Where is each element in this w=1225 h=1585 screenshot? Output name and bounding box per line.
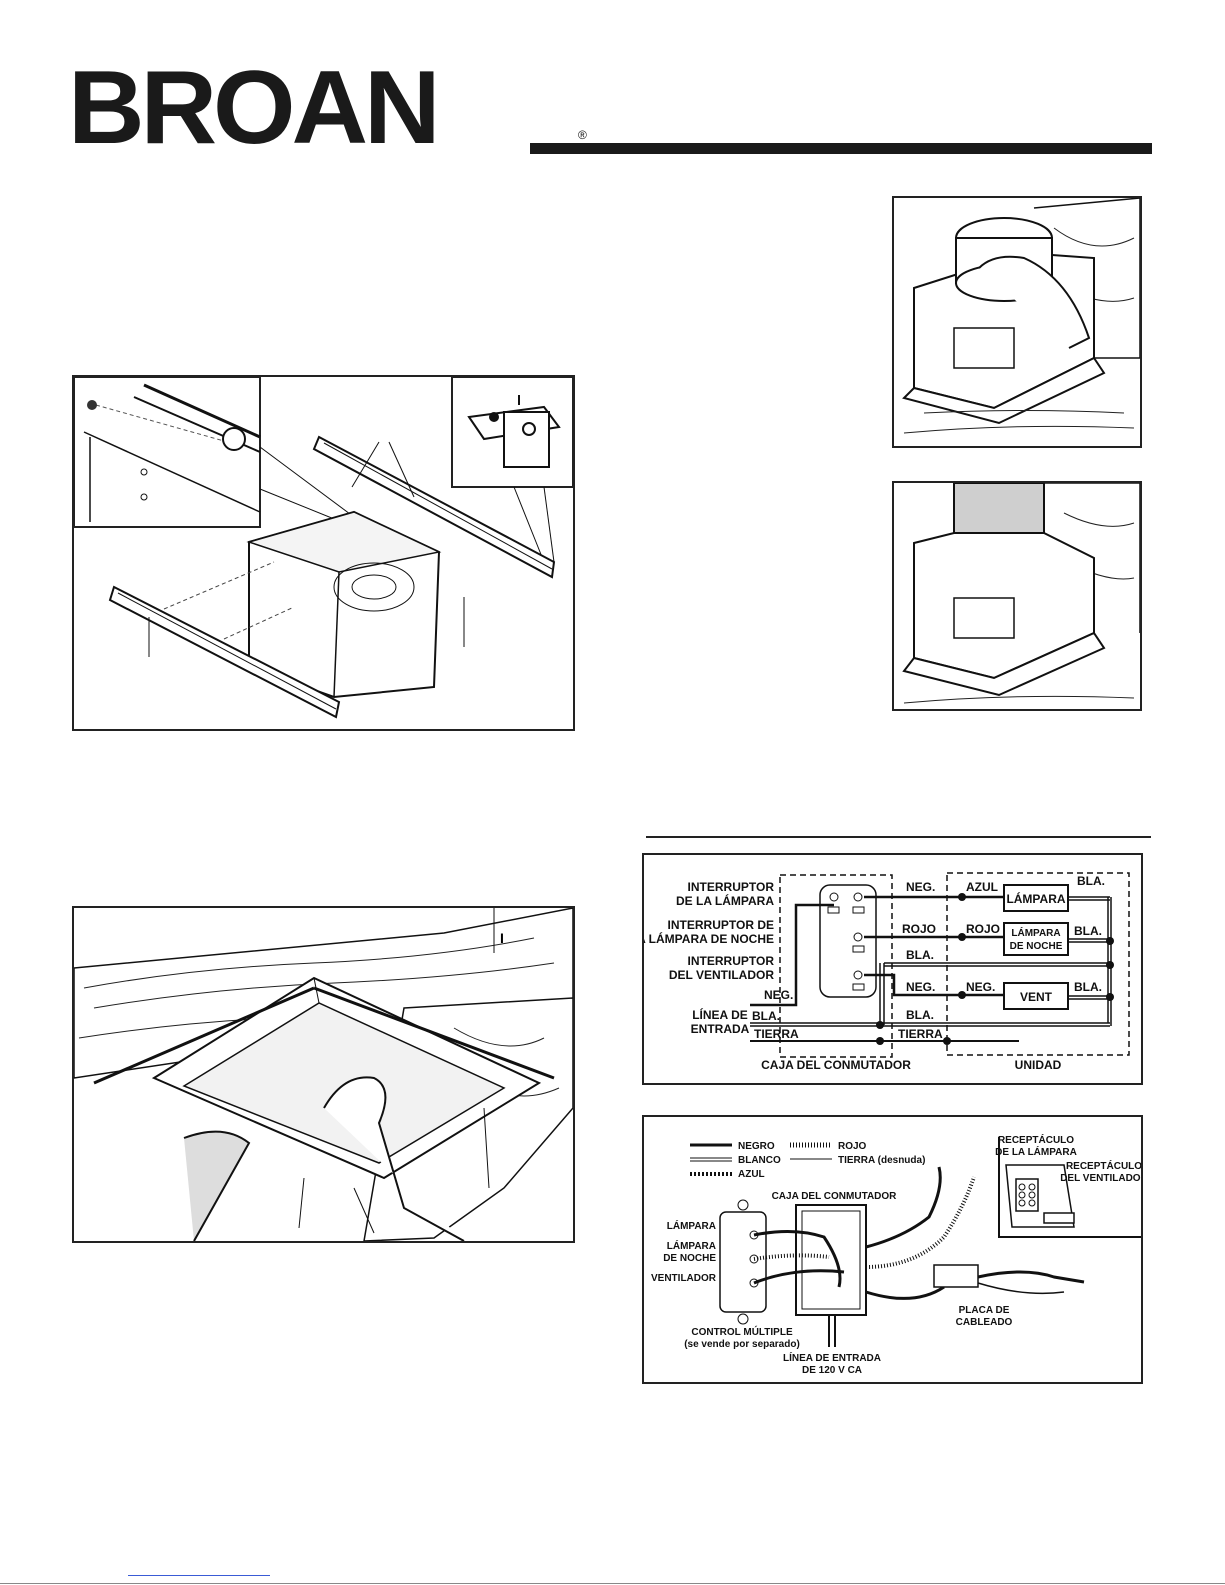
label-fan-receptacle-1: RECEPTÁCULO (1066, 1159, 1141, 1172)
label-lamp-switch-1: INTERRUPTOR (688, 880, 775, 894)
label-nightlight-1: LÁMPARA (667, 1239, 716, 1252)
label-rojo-1: ROJO (902, 922, 936, 936)
legend-tierra: TIERRA (desnuda) (838, 1155, 925, 1166)
label-switch-box: CAJA DEL CONMUTADOR (772, 1191, 898, 1202)
label-line-in-2: DE 120 V CA (802, 1365, 862, 1376)
label-line-in-1: LÍNEA DE (692, 1007, 748, 1022)
label-neg-vent-2: NEG. (966, 980, 995, 994)
mounting-brackets-illustration (74, 377, 573, 719)
nightlight-box (1003, 922, 1069, 956)
label-fan-switch-2: DEL VENTILADOR (669, 968, 774, 982)
registered-mark: ® (578, 128, 587, 142)
legend-negro: NEGRO (738, 1141, 775, 1152)
wiring-plate (933, 1264, 979, 1288)
label-lamp-receptacle-1: RECEPTÁCULO (998, 1133, 1074, 1146)
lamp-receptacle (1015, 1178, 1039, 1212)
label-neg-left: NEG. (764, 988, 793, 1002)
lamp-box (1003, 884, 1069, 912)
figure-label-i: I (500, 930, 504, 946)
footer-link-underline[interactable] (128, 1575, 270, 1576)
label-ventilador: VENTILADOR (651, 1273, 717, 1284)
label-nightlight-switch-1: INTERRUPTOR DE (668, 918, 774, 932)
label-azul: AZUL (966, 880, 998, 894)
figure-pictorial-wiring: NEGRO BLANCO AZUL ROJO TIERRA (desnuda) … (642, 1115, 1143, 1384)
figure-ceiling-install: I (72, 906, 575, 1243)
label-bla-mid: BLA. (906, 948, 934, 962)
label-rojo-2: ROJO (966, 922, 1000, 936)
header-bar (530, 143, 1152, 154)
label-line-in-2: ENTRADA (691, 1022, 750, 1036)
caption-switch-box: CAJA DEL CONMUTADOR (761, 1058, 911, 1072)
label-nightlight-2: DE NOCHE (663, 1253, 716, 1264)
figure-duct-connector (892, 196, 1142, 448)
label-bla-r1: BLA. (1077, 874, 1105, 888)
label-fan-switch-1: INTERRUPTOR (688, 954, 775, 968)
switch-plate (819, 884, 877, 998)
label-line-in-1: LÍNEA DE ENTRADA (783, 1351, 881, 1364)
pictorial-wiring-svg: NEGRO BLANCO AZUL ROJO TIERRA (desnuda) … (651, 1133, 1141, 1376)
figure-mounting-brackets (72, 375, 575, 731)
label-wiring-plate-1: PLACA DE (959, 1305, 1010, 1316)
box-label-nightlight-2: DE NOCHE (1010, 941, 1063, 952)
duct-connector-illustration (902, 198, 1140, 434)
label-bla-left: BLA. (752, 1009, 780, 1023)
label-fan-receptacle-2: DEL VENTILADOR (1060, 1173, 1141, 1184)
label-bla-r2: BLA. (1074, 924, 1102, 938)
brand-name: BROAN (68, 50, 441, 166)
legend-rojo: ROJO (838, 1141, 867, 1152)
label-neg-vent-1: NEG. (906, 980, 935, 994)
caption-unit: UNIDAD (1015, 1058, 1062, 1072)
duct-installed-illustration (902, 483, 1140, 704)
label-nightlight-switch-2: LA LÁMPARA DE NOCHE (644, 931, 774, 946)
label-wiring-plate-2: CABLEADO (956, 1317, 1013, 1328)
label-lamp-receptacle-2: DE LA LÁMPARA (995, 1145, 1077, 1158)
label-tierra-right: TIERRA (898, 1027, 943, 1041)
figure-duct-installed (892, 481, 1142, 711)
figure-wiring-schematic: INTERRUPTOR DE LA LÁMPARA INTERRUPTOR DE… (642, 853, 1143, 1085)
label-multi-control-2: (se vende por separado) (684, 1339, 800, 1350)
label-neg-top: NEG. (906, 880, 935, 894)
wiring-schematic-svg: INTERRUPTOR DE LA LÁMPARA INTERRUPTOR DE… (644, 872, 1130, 1072)
section-rule (646, 836, 1151, 838)
fan-receptacle (1043, 1212, 1075, 1224)
multi-control (719, 1211, 767, 1313)
ceiling-install-illustration: I (74, 908, 573, 1241)
box-label-vent: VENT (1020, 990, 1053, 1004)
brand-logo: BROAN ® (68, 50, 587, 166)
label-lamp-switch-2: DE LA LÁMPARA (676, 893, 774, 908)
switch-box (795, 1204, 867, 1316)
footer-rule (0, 1583, 1225, 1584)
label-lampara: LÁMPARA (667, 1219, 716, 1232)
legend-blanco: BLANCO (738, 1155, 781, 1166)
label-multi-control-1: CONTROL MÚLTIPLE (691, 1325, 793, 1338)
label-tierra-left: TIERRA (754, 1027, 799, 1041)
legend-azul: AZUL (738, 1169, 765, 1180)
unit-outline (946, 872, 1130, 1056)
box-label-lamp: LÁMPARA (1006, 891, 1065, 906)
label-bla-r3: BLA. (1074, 980, 1102, 994)
box-label-nightlight-1: LÁMPARA (1011, 926, 1060, 939)
label-bla-low: BLA. (906, 1008, 934, 1022)
